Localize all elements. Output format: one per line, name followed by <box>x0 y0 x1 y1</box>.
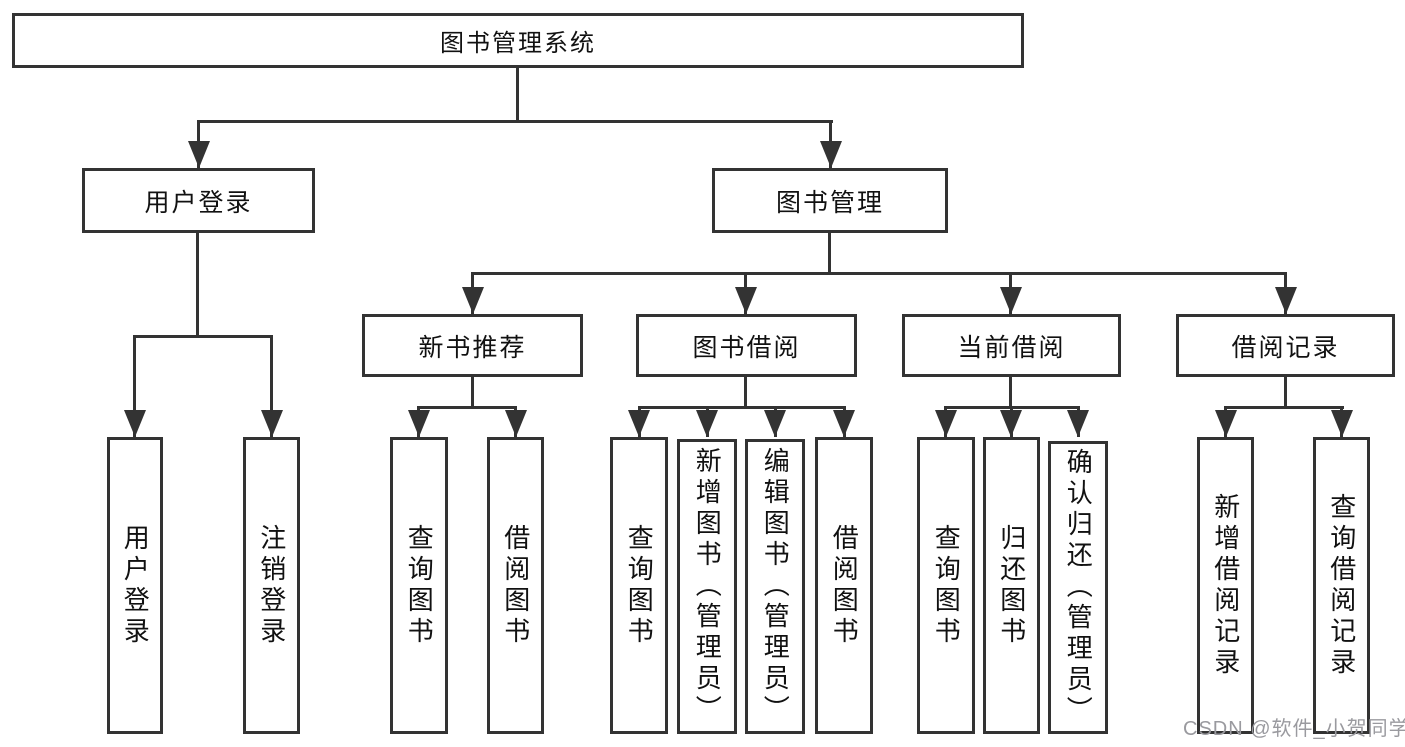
leaf-record-add-borrow-record: 新增借阅记录 <box>1197 437 1254 734</box>
arrow-down-icon <box>505 410 527 437</box>
connector-line <box>133 335 273 338</box>
arrow-down-icon <box>628 410 650 437</box>
connector-line <box>1224 406 1344 409</box>
connector-line <box>417 406 517 409</box>
connector-line <box>133 335 136 437</box>
leaf-borrow-edit-books-admin: 编辑图书（管理员） <box>745 439 805 734</box>
leaf-label: 查询图书 <box>404 523 435 648</box>
leaf-newbook-query-books: 查询图书 <box>390 437 448 734</box>
arrow-down-icon <box>1000 287 1022 314</box>
leaf-borrow-query-books: 查询图书 <box>610 437 668 734</box>
arrow-down-icon <box>1331 410 1353 437</box>
arrow-down-icon <box>188 141 210 168</box>
arrow-down-icon <box>124 410 146 437</box>
node-label: 图书借阅 <box>692 333 801 362</box>
node-current-borrow: 当前借阅 <box>902 314 1121 377</box>
node-borrow-record: 借阅记录 <box>1176 314 1395 377</box>
leaf-label: 归还图书 <box>996 523 1027 648</box>
arrow-down-icon <box>408 410 430 437</box>
leaf-label: 新增图书（管理员） <box>692 447 723 726</box>
leaf-label: 借阅图书 <box>829 523 860 648</box>
leaf-borrow-add-books-admin: 新增图书（管理员） <box>677 439 737 734</box>
connector-line <box>516 68 519 123</box>
leaf-label: 借阅图书 <box>500 523 531 648</box>
leaf-label: 编辑图书（管理员） <box>760 447 791 726</box>
node-book-management: 图书管理 <box>712 168 948 233</box>
leaf-borrow-borrow-books: 借阅图书 <box>815 437 873 734</box>
connector-line <box>197 120 833 123</box>
connector-line <box>1009 377 1012 409</box>
leaf-label: 查询图书 <box>624 523 655 648</box>
arrow-down-icon <box>833 410 855 437</box>
connector-line <box>270 335 273 437</box>
arrow-down-icon <box>764 410 786 437</box>
node-label: 用户登录 <box>144 188 253 217</box>
node-label: 当前借阅 <box>957 333 1066 362</box>
node-book-borrow: 图书借阅 <box>636 314 857 377</box>
leaf-label: 确认归还（管理员） <box>1063 448 1094 727</box>
node-root: 图书管理系统 <box>12 13 1024 68</box>
leaf-user-login: 用户登录 <box>107 437 163 734</box>
connector-line <box>471 272 1287 275</box>
leaf-record-query-borrow-record: 查询借阅记录 <box>1313 437 1370 734</box>
node-label: 借阅记录 <box>1231 333 1340 362</box>
connector-line <box>471 377 474 409</box>
connector-line <box>638 406 846 409</box>
node-label: 图书管理 <box>775 188 884 217</box>
arrow-down-icon <box>462 287 484 314</box>
leaf-current-return-books: 归还图书 <box>983 437 1040 734</box>
arrow-down-icon <box>696 410 718 437</box>
arrow-down-icon <box>1215 410 1237 437</box>
leaf-label: 查询借阅记录 <box>1326 492 1357 679</box>
arrow-down-icon <box>1275 287 1297 314</box>
leaf-label: 新增借阅记录 <box>1210 492 1241 679</box>
leaf-label: 查询图书 <box>931 523 962 648</box>
connector-line <box>1284 377 1287 409</box>
node-label: 图书管理系统 <box>440 30 596 57</box>
leaf-logout: 注销登录 <box>243 437 300 734</box>
leaf-label: 注销登录 <box>256 523 287 648</box>
leaf-label: 用户登录 <box>120 523 151 648</box>
arrow-down-icon <box>935 410 957 437</box>
arrow-down-icon <box>261 410 283 437</box>
arrow-down-icon <box>1000 410 1022 437</box>
node-new-book-recommend: 新书推荐 <box>362 314 583 377</box>
watermark: CSDN @软件_小贺同学 <box>1183 718 1405 740</box>
connector-line <box>744 377 747 409</box>
leaf-current-confirm-return-admin: 确认归还（管理员） <box>1048 441 1108 734</box>
leaf-current-query-books: 查询图书 <box>917 437 975 734</box>
connector-line <box>196 233 199 335</box>
connector-line <box>828 233 831 275</box>
node-label: 新书推荐 <box>418 333 527 362</box>
arrow-down-icon <box>735 287 757 314</box>
arrow-down-icon <box>1067 410 1089 437</box>
node-user-login: 用户登录 <box>82 168 315 233</box>
leaf-newbook-borrow-books: 借阅图书 <box>487 437 544 734</box>
arrow-down-icon <box>820 141 842 168</box>
